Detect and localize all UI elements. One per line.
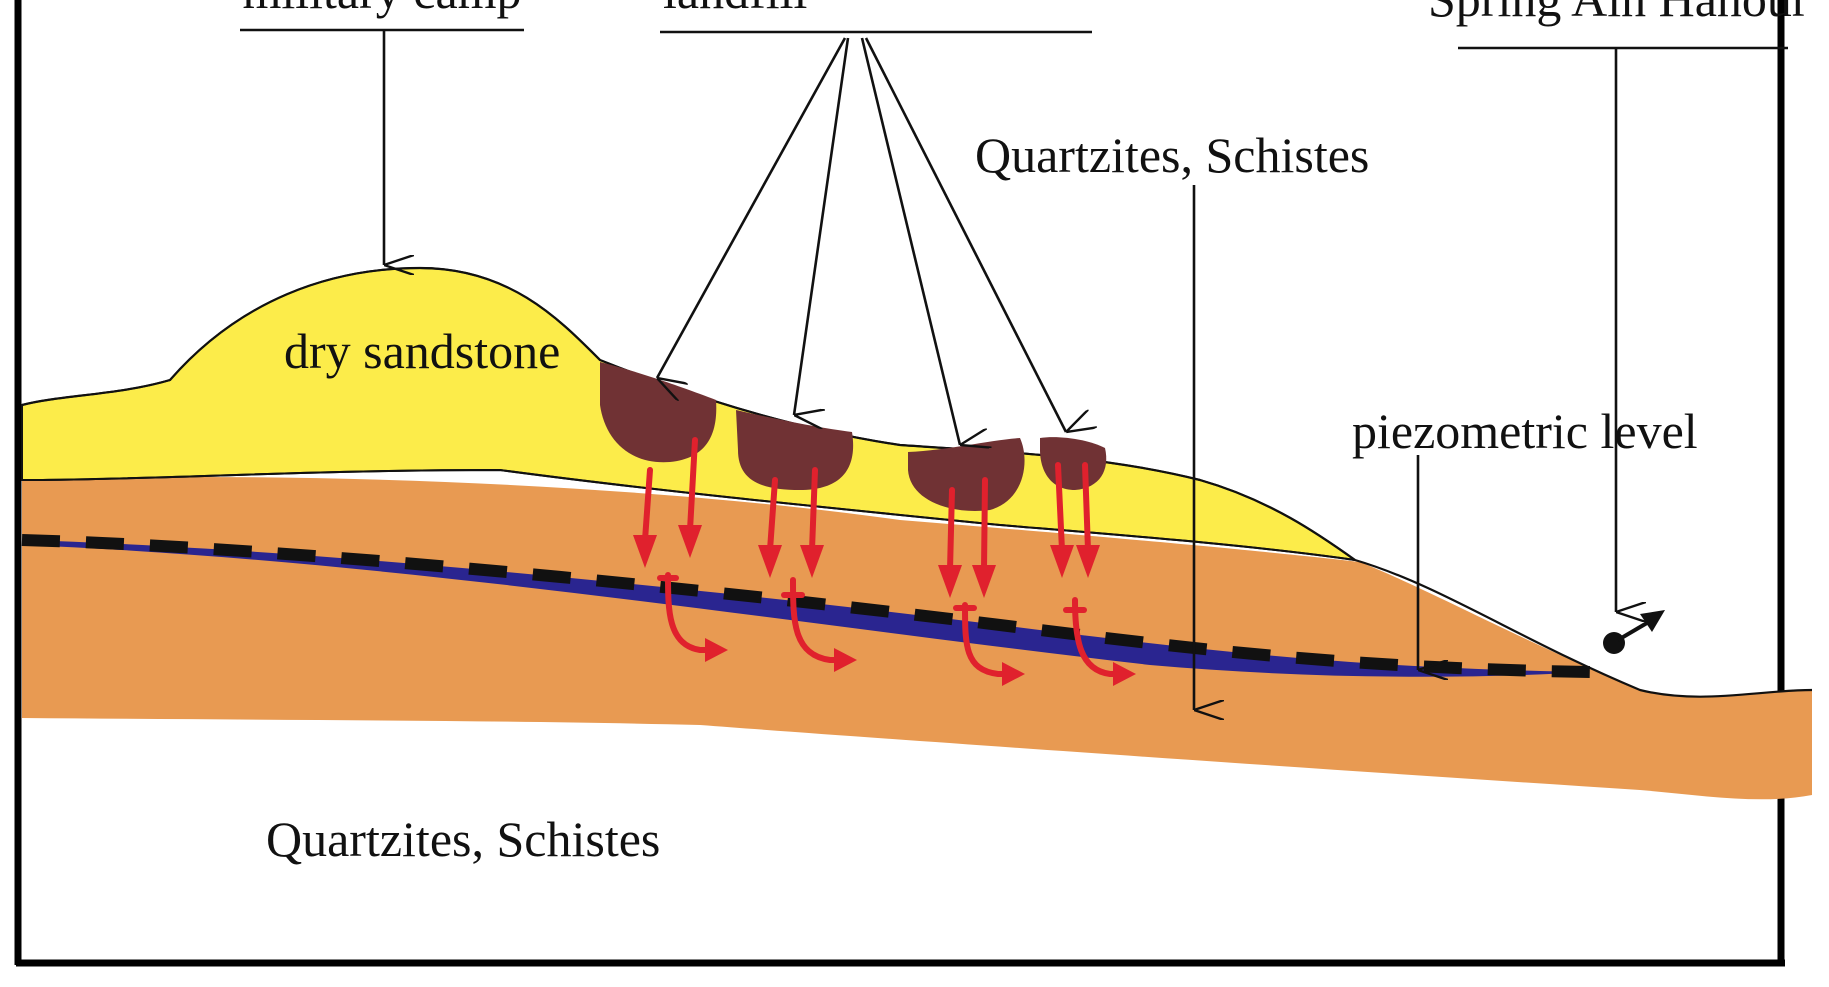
- label-underlines: [240, 30, 1788, 48]
- quartzites-lower-label: Quartzites, Schistes: [266, 811, 660, 867]
- landfill-label: landfill: [663, 0, 807, 19]
- military-camp-label: military camp: [242, 0, 521, 19]
- dry-sandstone-label: dry sandstone: [284, 323, 560, 379]
- landfill-pointer-2: [794, 38, 848, 415]
- landfill-pointer-3: [862, 38, 960, 445]
- spring-label: Spring Ain Hanour: [1428, 0, 1809, 27]
- landfill-pointer-1: [657, 38, 845, 378]
- aquifer-layer: [22, 477, 1812, 799]
- landfill-pointer-4: [866, 38, 1066, 432]
- quartzites-upper-label: Quartzites, Schistes: [975, 127, 1369, 183]
- spring-outlet-icon: [1603, 610, 1665, 654]
- landfill-pit-2: [736, 410, 853, 490]
- piezometric-level-label: piezometric level: [1352, 403, 1698, 459]
